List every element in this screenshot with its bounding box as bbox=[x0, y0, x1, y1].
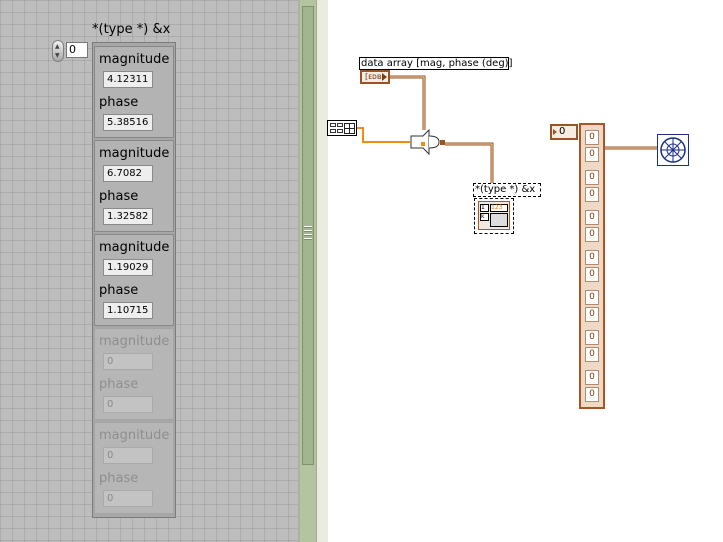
array-element-2: magnitude 6.7082 phase 1.32582 bbox=[94, 140, 174, 232]
magnitude-label: magnitude bbox=[99, 146, 170, 161]
array-cell[interactable]: 0 bbox=[585, 347, 599, 362]
array-index-value: 0 bbox=[559, 126, 566, 137]
spinner-up-icon[interactable]: ▲ bbox=[55, 43, 60, 50]
spinner-down-icon[interactable]: ▼ bbox=[55, 52, 60, 59]
indicator-label: *(type *) &x bbox=[473, 183, 541, 197]
phase-label: phase bbox=[99, 471, 139, 486]
magnitude-field[interactable]: 6.7082 bbox=[103, 165, 153, 182]
magnitude-label: magnitude bbox=[99, 240, 170, 255]
magnitude-label: magnitude bbox=[99, 428, 170, 443]
array-cell[interactable]: 0 bbox=[585, 170, 599, 185]
indicator-cluster-icon: 1 123 k bbox=[478, 201, 510, 230]
array-cell[interactable]: 0 bbox=[585, 387, 599, 402]
array-cell[interactable]: 0 bbox=[585, 330, 599, 345]
index-arrow-icon bbox=[553, 129, 557, 135]
cluster-array-label: *(type *) &x bbox=[92, 22, 171, 37]
indicator-subcluster-icon bbox=[490, 213, 508, 227]
phase-field[interactable]: 0 bbox=[103, 396, 153, 413]
type-cluster-constant[interactable] bbox=[327, 120, 357, 136]
array-cell[interactable]: 0 bbox=[585, 210, 599, 225]
numeric-array-constant[interactable]: 0 0 0 0 0 0 0 0 0 0 0 0 0 0 bbox=[579, 123, 605, 409]
splitter-grip-icon[interactable] bbox=[304, 226, 312, 240]
cluster-grid-icon bbox=[344, 123, 355, 134]
array-constant-glyph: [ᴇᴅʙ bbox=[365, 72, 382, 81]
magnitude-field[interactable]: 1.19029 bbox=[103, 259, 153, 276]
array-index-field[interactable]: 0 bbox=[66, 42, 88, 58]
cluster-cell-icon bbox=[330, 129, 336, 133]
phase-label: phase bbox=[99, 283, 139, 298]
array-cell[interactable]: 0 bbox=[585, 267, 599, 282]
array-element-3: magnitude 1.19029 phase 1.10715 bbox=[94, 234, 174, 326]
polar-plot-icon bbox=[660, 137, 686, 163]
array-cell[interactable]: 0 bbox=[585, 250, 599, 265]
array-index-constant[interactable]: 0 bbox=[550, 124, 578, 140]
phase-label: phase bbox=[99, 189, 139, 204]
array-cell[interactable]: 0 bbox=[585, 187, 599, 202]
array-element-5: magnitude 0 phase 0 bbox=[94, 422, 174, 514]
array-cell[interactable]: 0 bbox=[585, 130, 599, 145]
phase-field[interactable]: 1.10715 bbox=[103, 302, 153, 319]
magnitude-field[interactable]: 0 bbox=[103, 353, 153, 370]
phase-label: phase bbox=[99, 95, 139, 110]
magnitude-field[interactable]: 0 bbox=[103, 447, 153, 464]
phase-label: phase bbox=[99, 377, 139, 392]
indicator-glyph-2: 123 bbox=[490, 204, 508, 212]
array-index-spinner[interactable]: ▲ ▼ bbox=[52, 40, 64, 62]
array-cell[interactable]: 0 bbox=[585, 290, 599, 305]
array-element-1: magnitude 4.12311 phase 5.38516 bbox=[94, 46, 174, 138]
type-wire bbox=[357, 127, 410, 143]
array-terminal-arrow-icon bbox=[382, 73, 387, 81]
indicator-glyph-3: k bbox=[480, 213, 489, 221]
panel-edge bbox=[298, 0, 300, 542]
cluster-cell-icon bbox=[330, 123, 336, 127]
array-cell[interactable]: 0 bbox=[585, 227, 599, 242]
phase-field[interactable]: 0 bbox=[103, 490, 153, 507]
type-cast-node-icon[interactable] bbox=[409, 126, 445, 158]
array-element-4: magnitude 0 phase 0 bbox=[94, 328, 174, 420]
array-data-wire bbox=[390, 75, 426, 130]
array-constant-label: data array [mag, phase (deg)] bbox=[359, 57, 513, 70]
phase-field[interactable]: 5.38516 bbox=[103, 114, 153, 131]
cluster-indicator-terminal[interactable]: 1 123 k bbox=[474, 198, 514, 234]
indicator-glyph-1: 1 bbox=[480, 204, 489, 212]
compass-plot-icon[interactable] bbox=[657, 134, 689, 166]
phase-field[interactable]: 1.32582 bbox=[103, 208, 153, 225]
array-cell[interactable]: 0 bbox=[585, 147, 599, 162]
array-constant[interactable]: [ᴇᴅʙ bbox=[360, 70, 390, 84]
block-diagram-edge bbox=[316, 0, 328, 542]
magnitude-label: magnitude bbox=[99, 334, 170, 349]
cluster-cell-icon bbox=[337, 129, 343, 133]
array-cell[interactable]: 0 bbox=[585, 307, 599, 322]
cluster-cell-icon bbox=[337, 123, 343, 127]
magnitude-label: magnitude bbox=[99, 52, 170, 67]
magnitude-field[interactable]: 4.12311 bbox=[103, 71, 153, 88]
output-wire bbox=[445, 142, 494, 183]
array-cell[interactable]: 0 bbox=[585, 370, 599, 385]
